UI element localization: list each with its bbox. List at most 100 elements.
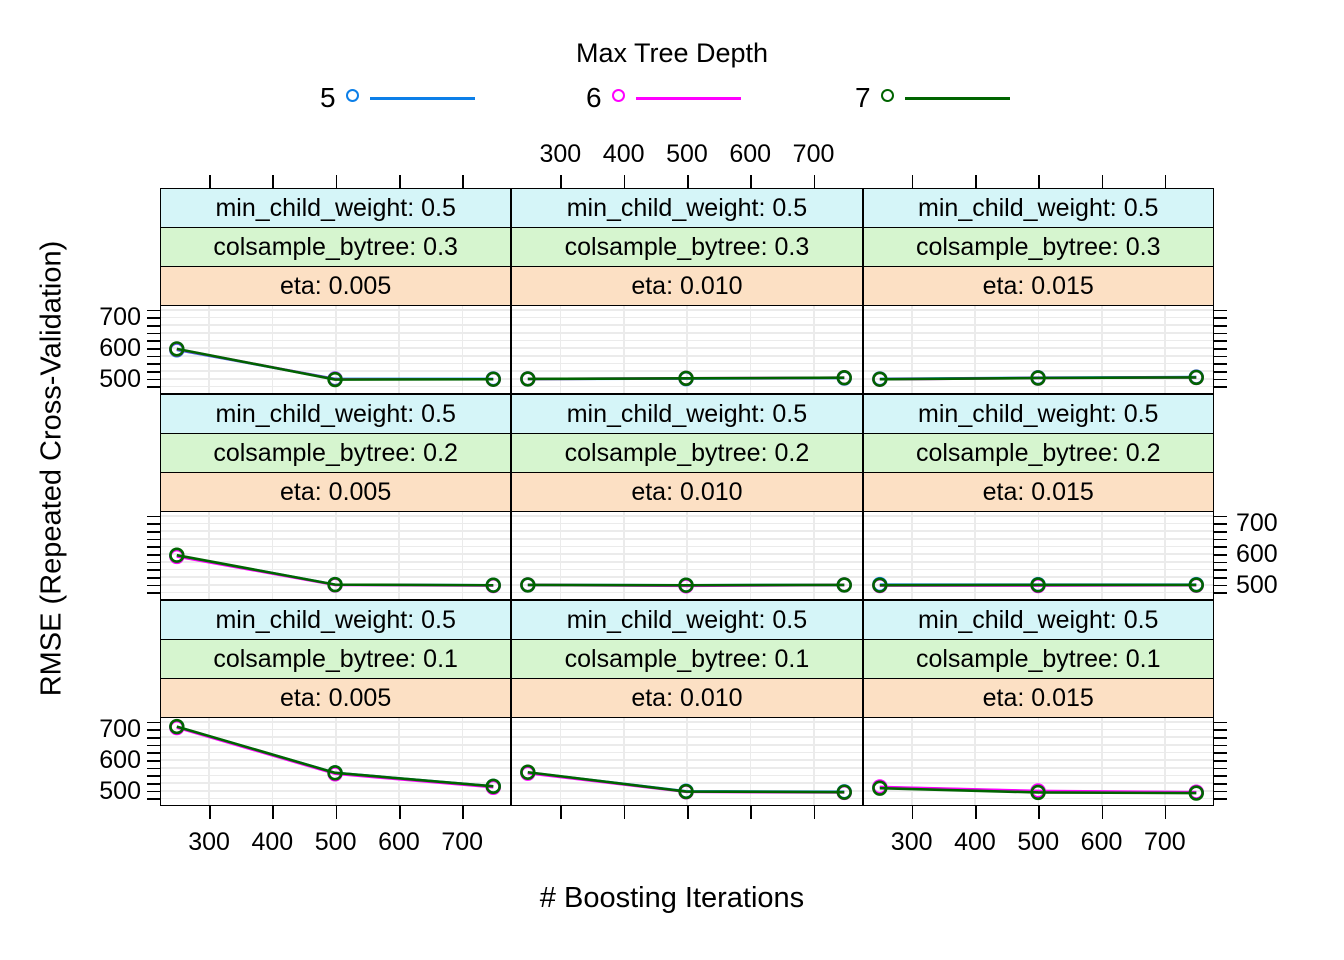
series-layer [871, 369, 1204, 387]
gridline-vertical [559, 306, 562, 393]
gridline-vertical [271, 718, 274, 805]
x-tick-label: 400 [602, 140, 645, 168]
y-tick [147, 752, 160, 754]
x-tick [974, 806, 977, 819]
panel-strip-min-child-weight: min_child_weight: 0.5 [862, 188, 1214, 227]
panel-strip-colsample-bytree: colsample_bytree: 0.2 [511, 433, 863, 472]
y-tick [1214, 790, 1227, 793]
y-tick [147, 576, 160, 579]
x-tick [974, 175, 977, 188]
y-tick [147, 767, 160, 770]
panel-r1-c1 [511, 511, 863, 600]
y-tick [147, 569, 160, 571]
gridline-vertical [1164, 718, 1166, 805]
data-point-7 [1029, 370, 1046, 386]
x-tick-label: 500 [666, 140, 708, 168]
series-line-7 [528, 376, 845, 381]
data-point-7 [327, 576, 343, 593]
data-point-7 [836, 369, 853, 386]
data-point-7 [1188, 577, 1204, 593]
y-tick [1214, 721, 1227, 724]
panel-strip-eta: eta: 0.015 [862, 266, 1214, 305]
x-tick [1101, 175, 1104, 188]
gridline-vertical [974, 512, 976, 599]
series-layer [520, 764, 853, 801]
x-tick [1164, 806, 1167, 819]
panel-strip-eta: eta: 0.010 [511, 266, 863, 305]
series-layer [520, 577, 853, 594]
x-tick [750, 175, 752, 188]
gridline-vertical [461, 512, 464, 599]
legend-item-6: 6 [586, 78, 741, 118]
y-tick [1214, 736, 1227, 739]
gridline-vertical [208, 306, 211, 393]
x-tick [813, 806, 816, 819]
series-layer [169, 718, 501, 795]
y-tick [1214, 546, 1227, 548]
y-tick [1214, 386, 1227, 388]
y-tick [147, 546, 160, 548]
gridline-vertical [398, 512, 400, 599]
data-point-7 [836, 577, 853, 593]
x-tick-label: 300 [188, 828, 230, 856]
series-line-6 [527, 771, 845, 794]
gridline-vertical [1164, 512, 1166, 599]
data-point-7 [678, 783, 695, 800]
data-point-7 [327, 765, 343, 781]
series-line-5 [176, 348, 494, 381]
panel-strip-colsample-bytree: colsample_bytree: 0.2 [862, 433, 1214, 472]
data-point-7 [520, 764, 536, 780]
x-tick-label: 500 [1017, 828, 1060, 856]
data-point-7 [678, 370, 695, 387]
gridline-vertical [1164, 306, 1166, 393]
y-tick [1214, 584, 1227, 587]
y-tick [1214, 729, 1227, 731]
gridline-vertical [335, 512, 337, 599]
y-tick-label: 600 [99, 333, 141, 362]
y-tick-label: 700 [1236, 509, 1278, 538]
gridline-vertical [1037, 512, 1040, 599]
data-point-7 [520, 371, 536, 387]
x-tick-label: 400 [954, 828, 996, 856]
legend-item-7: 7 [855, 78, 1010, 118]
series-line-7 [176, 725, 494, 788]
data-point-7 [1029, 577, 1046, 593]
series-line-7 [879, 376, 1196, 381]
panel-r1-c2 [862, 511, 1214, 600]
y-tick [147, 736, 160, 739]
x-tick [560, 806, 562, 819]
legend-label-5: 5 [320, 82, 336, 113]
x-tick [1038, 175, 1040, 188]
gridline-vertical [623, 512, 625, 599]
gridline-vertical [623, 718, 625, 805]
series-line-7 [176, 347, 494, 381]
x-tick [623, 806, 626, 819]
data-point-7 [871, 371, 888, 387]
data-point-7 [1188, 785, 1204, 801]
gridline-vertical [1100, 306, 1103, 393]
y-tick [1214, 332, 1227, 335]
legend-label-7: 7 [855, 82, 871, 113]
y-tick [1214, 592, 1227, 594]
y-tick-label: 700 [99, 303, 141, 332]
gridline-vertical [749, 512, 752, 599]
gridline-vertical [911, 512, 913, 599]
y-tick [147, 332, 160, 335]
y-tick [1214, 561, 1227, 564]
gridline-vertical [335, 306, 337, 393]
y-tick [147, 553, 160, 556]
x-tick-label: 600 [378, 828, 420, 856]
x-tick-label: 700 [1143, 828, 1186, 856]
y-tick [1214, 744, 1227, 747]
gridline-vertical [271, 512, 274, 599]
x-tick [623, 175, 626, 188]
panel-strip-min-child-weight: min_child_weight: 0.5 [160, 188, 512, 227]
series-line-5 [176, 554, 494, 587]
y-tick [1214, 759, 1227, 762]
data-point-7 [169, 547, 185, 563]
panel-strip-eta: eta: 0.005 [160, 472, 512, 511]
panel-strip-eta: eta: 0.005 [160, 266, 512, 305]
gridline-vertical [623, 306, 625, 393]
x-tick [1101, 806, 1104, 819]
y-tick [1214, 363, 1227, 365]
